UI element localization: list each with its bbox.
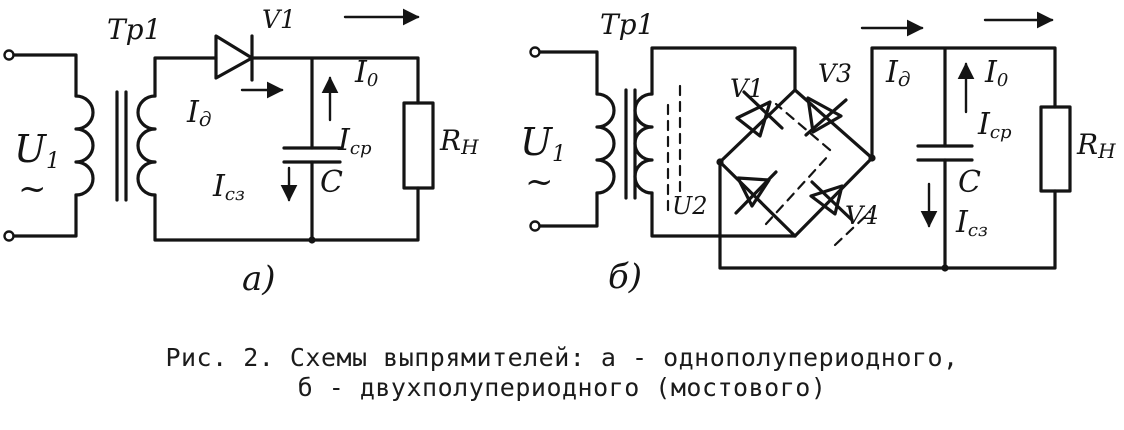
cap-avg-current-symbol-a: I: [337, 123, 351, 158]
cap-avg-current-sub-a: cp: [350, 138, 372, 159]
cap-discharge-current-sub-a: cз: [225, 184, 245, 205]
secondary-winding-a: [136, 94, 157, 197]
load-sub-a: H: [460, 135, 479, 159]
diode-v4-label-b: V4: [845, 201, 879, 230]
transformer-label-a: Tp1: [107, 13, 161, 46]
diode-v3-b: [804, 96, 848, 137]
primary-winding-b: [595, 92, 616, 195]
diode-v1-a: [214, 34, 254, 82]
cap-discharge-current-label-b: Icз: [955, 205, 988, 241]
capacitor-a: [282, 146, 342, 164]
load-resistor-b: [1039, 105, 1072, 193]
load-current-symbol-b: I: [984, 55, 998, 90]
load-label-a: RH: [439, 124, 479, 159]
secondary-voltage-label-b: U2: [672, 192, 708, 220]
rectifier-schematics: Tp1 V1 U1 ~ I0 Iд Icp Icз C RH a): [3, 5, 1116, 299]
schematic-b: Tp1 U1 ~ U2 V1 V3 V4 Iд I0 Icp C Icз RH …: [520, 8, 1116, 297]
cap-discharge-current-symbol-a: I: [212, 169, 226, 204]
load-sub-b: H: [1097, 139, 1116, 163]
diode-v1-label-b: V1: [730, 74, 764, 103]
figure-caption-line-2: б - двухполупериодного (мостового): [297, 373, 827, 402]
capacitor-label-b: C: [958, 165, 981, 200]
primary-winding-a: [74, 94, 95, 197]
cap-avg-current-symbol-b: I: [977, 107, 991, 142]
input-terminals-b: [529, 46, 599, 232]
capacitor-label-a: C: [320, 165, 343, 200]
schematic-label-b: б): [608, 257, 642, 297]
cap-avg-current-sub-b: cp: [990, 122, 1012, 143]
figure-caption-line-1: Рис. 2. Схемы выпрямителей: а - однополу…: [165, 343, 959, 372]
ac-symbol-b: ~: [525, 162, 554, 202]
transformer-core-a: [115, 90, 128, 202]
secondary-winding-b: [633, 92, 654, 195]
junction-dots-b: [716, 154, 949, 272]
diode-current-symbol-b: I: [885, 55, 899, 90]
diode-label-a: V1: [262, 5, 296, 34]
input-terminals-a: [3, 49, 78, 242]
input-voltage-label-a: U1: [14, 127, 60, 174]
input-voltage-label-b: U1: [520, 120, 566, 167]
junction-dot-a: [308, 236, 316, 244]
cap-discharge-current-label-a: Icз: [212, 169, 245, 205]
load-current-sub-b: 0: [997, 70, 1008, 91]
diode-current-sub-b: д: [898, 67, 911, 91]
input-voltage-sub-a: 1: [46, 149, 60, 174]
load-label-b: RH: [1076, 128, 1116, 163]
cap-avg-current-label-b: Icp: [977, 107, 1012, 143]
input-voltage-symbol-a: U: [14, 127, 48, 171]
ac-symbol-a: ~: [18, 169, 47, 209]
diode-current-label-b: Iд: [885, 55, 911, 91]
diode-v4-b: [809, 180, 854, 222]
cap-discharge-current-symbol-b: I: [955, 205, 969, 240]
diode-v2-b: [734, 170, 778, 215]
diode-bridge-b: [718, 88, 874, 238]
diode-current-label-a: Iд: [186, 95, 212, 131]
load-current-label-a: I0: [354, 55, 378, 91]
circuit-wires-a: [153, 56, 420, 242]
load-symbol-a: R: [439, 124, 461, 157]
load-current-label-b: I0: [984, 55, 1008, 91]
capacitor-b: [916, 144, 974, 162]
transformer-label-b: Tp1: [600, 8, 654, 41]
circuit-wires-b: [650, 46, 1057, 270]
cap-avg-current-label-a: Icp: [337, 123, 372, 159]
diode-v1-b: [735, 90, 784, 138]
diode-current-symbol-a: I: [186, 95, 200, 130]
schematic-label-a: a): [242, 259, 276, 299]
diode-v3-label-b: V3: [818, 59, 852, 88]
input-voltage-symbol-b: U: [520, 120, 554, 164]
load-symbol-b: R: [1076, 128, 1098, 161]
load-current-sub-a: 0: [367, 70, 378, 91]
load-current-symbol-a: I: [354, 55, 368, 90]
input-voltage-sub-b: 1: [552, 142, 566, 167]
dashed-current-paths-b: [666, 84, 872, 247]
cap-discharge-current-sub-b: cз: [968, 220, 988, 241]
schematic-a: Tp1 V1 U1 ~ I0 Iд Icp Icз C RH a): [3, 5, 479, 299]
load-resistor-a: [402, 101, 435, 190]
diode-current-sub-a: д: [199, 107, 212, 131]
